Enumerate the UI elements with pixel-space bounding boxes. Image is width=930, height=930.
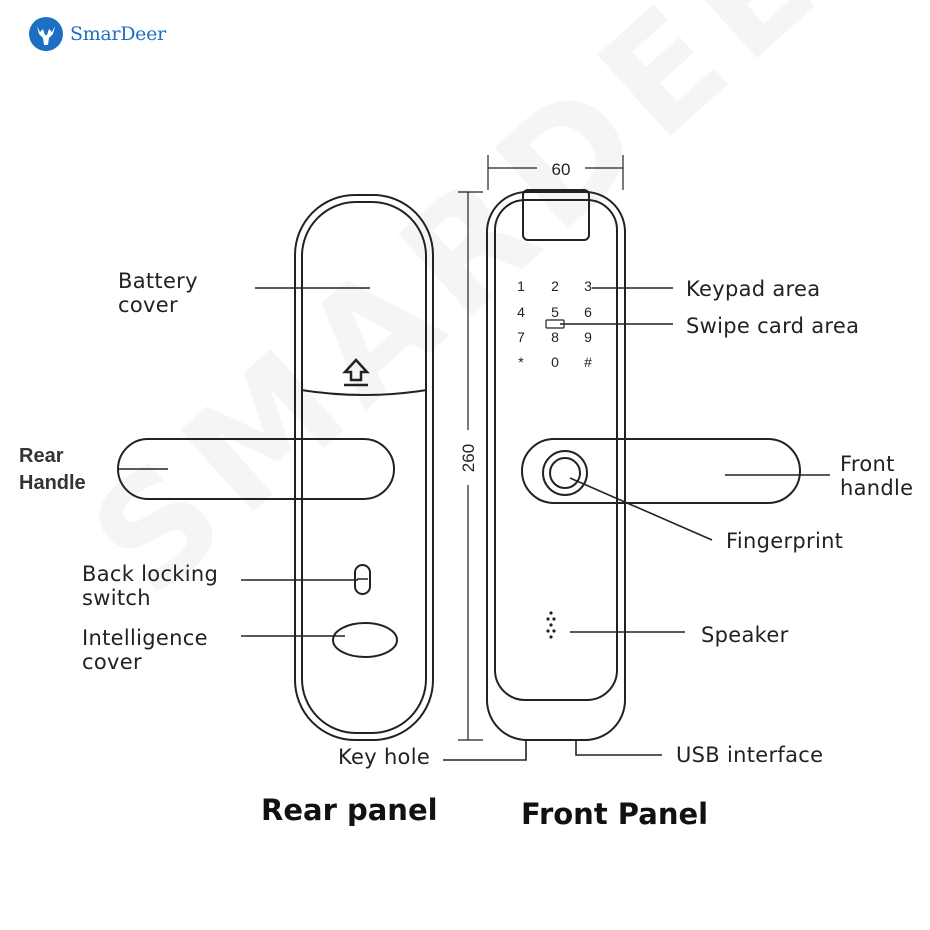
title-rear-panel: Rear panel [261, 793, 438, 827]
rear-panel-inner [301, 201, 427, 734]
title-front-panel: Front Panel [521, 797, 709, 831]
battery-cover-seam [300, 389, 428, 396]
keypad-key: 6 [584, 304, 592, 320]
keypad-key: 3 [584, 278, 592, 294]
front-panel-top-module [522, 189, 590, 241]
up-arrow-icon [342, 358, 370, 382]
keypad-key: 4 [517, 304, 525, 320]
front-panel-outline [486, 191, 626, 741]
label-intelligence-cover: Intelligence cover [82, 626, 208, 674]
keypad-key: * [518, 354, 524, 370]
keypad-key: # [584, 354, 592, 370]
label-speaker: Speaker [701, 623, 789, 647]
fingerprint-sensor-inner [549, 457, 581, 489]
keypad-key: 1 [517, 278, 525, 294]
label-rear-handle: Rear Handle [19, 445, 86, 494]
keypad-key: 5 [551, 304, 559, 320]
label-fingerprint: Fingerprint [726, 529, 844, 553]
label-swipe-card-area: Swipe card area [686, 314, 860, 338]
deer-logo-icon [29, 17, 63, 51]
keypad-grid: 1 2 3 4 5 6 7 8 9 * 0 # [517, 278, 592, 370]
fingerprint-sensor-outer [542, 450, 588, 496]
keypad-key: 0 [551, 354, 559, 370]
leader-key-hole [443, 740, 527, 761]
height-dimension: 260 [459, 444, 478, 472]
front-panel-inner [494, 199, 618, 701]
brand-name: SmarDeer [70, 23, 166, 45]
label-back-locking-switch: Back locking switch [82, 562, 219, 610]
keypad-key: 2 [551, 278, 559, 294]
rear-panel-outline [294, 194, 434, 741]
label-battery-cover: Battery cover [118, 269, 198, 317]
front-handle [521, 438, 801, 504]
intelligence-cover [332, 622, 398, 658]
speaker-grille-icon [546, 611, 556, 639]
label-keypad-area: Keypad area [686, 277, 821, 301]
label-front-handle: Front handle [840, 452, 914, 500]
width-dimension: 60 [552, 160, 571, 179]
label-usb-interface: USB interface [676, 743, 824, 767]
label-key-hole: Key hole [338, 745, 431, 769]
keypad-key: 8 [551, 329, 559, 345]
leader-fingerprint [569, 477, 713, 541]
keypad-key: 9 [584, 329, 592, 345]
leader-usb-interface [575, 740, 662, 756]
keypad-key: 7 [517, 329, 525, 345]
brand: SmarDeer [28, 16, 166, 52]
